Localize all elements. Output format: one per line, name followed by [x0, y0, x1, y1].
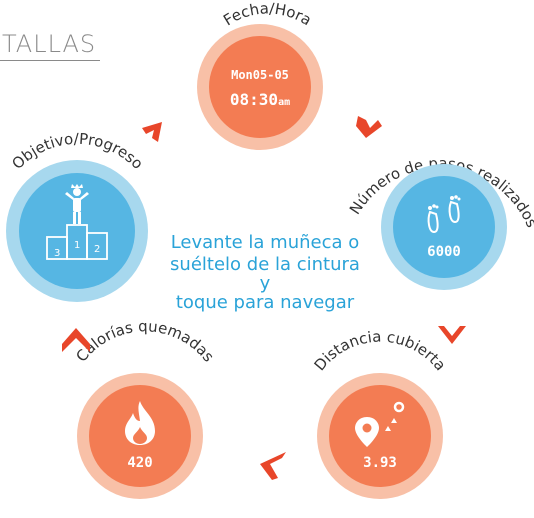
svg-text:Calorías quemadas: Calorías quemadas: [72, 317, 217, 365]
podium-rank-left: 3: [54, 248, 61, 259]
time-value: 08:30: [229, 90, 279, 109]
steps-face: [393, 176, 495, 278]
footprints-icon: [427, 195, 461, 234]
podium-winner-icon: [46, 184, 108, 260]
flame-icon: [125, 401, 155, 445]
distance-node[interactable]: 3.93: [317, 373, 443, 499]
instruction-line-1: Levante la muñeca o: [170, 232, 360, 253]
calories-node[interactable]: 420: [77, 373, 203, 499]
podium-rank-right: 2: [94, 244, 101, 255]
steps-value: 6000: [427, 244, 461, 260]
chevron-down-icon: [438, 326, 466, 344]
datetime-node[interactable]: Mon05-05 08:30am: [197, 24, 323, 150]
datetime-face: [209, 36, 311, 138]
chevron-up-right-icon: [142, 122, 162, 142]
steps-node[interactable]: 6000: [381, 164, 507, 290]
header-divider: [0, 60, 100, 61]
instruction-text: Levante la muñeca o suéltelo de la cintu…: [145, 232, 385, 314]
page-header: TALLAS: [0, 20, 100, 64]
distance-face: [329, 385, 431, 487]
instruction-line-3: y: [259, 273, 271, 294]
chevron-up-icon: [62, 328, 90, 352]
instruction-line-2: suéltelo de la cintura: [170, 254, 360, 275]
date-readout: Mon05-05: [231, 68, 289, 82]
calories-value: 420: [127, 455, 153, 471]
distance-value: 3.93: [363, 455, 397, 471]
page-title: TALLAS: [2, 30, 97, 58]
instruction-line-4: toque para navegar: [175, 292, 355, 313]
time-readout: 08:30am: [215, 90, 305, 109]
chevron-down-right-icon: [356, 116, 382, 138]
time-suffix: am: [278, 97, 291, 108]
chevron-left-icon: [260, 452, 286, 480]
podium-rank-center: 1: [74, 240, 81, 251]
svg-text:Distancia cubierta: Distancia cubierta: [311, 328, 450, 375]
goal-node[interactable]: 3 1 2: [6, 160, 148, 302]
location-pin-icon: [355, 401, 405, 447]
